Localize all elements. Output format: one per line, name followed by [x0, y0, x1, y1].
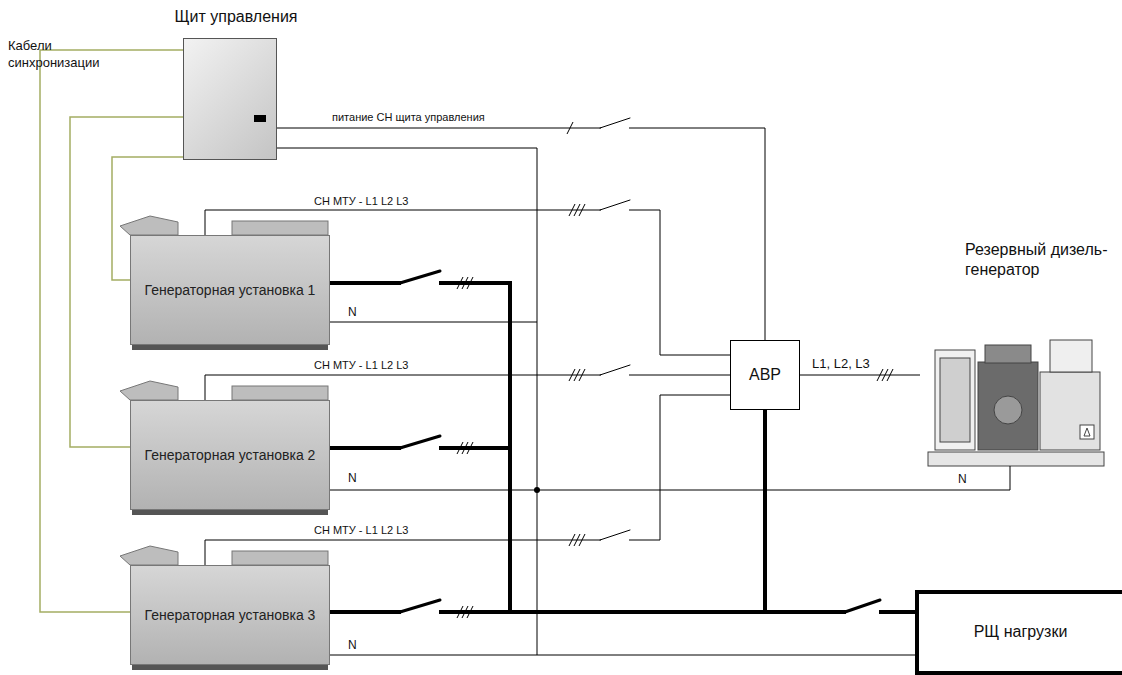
generator-roof [232, 221, 328, 235]
phase-tick [462, 606, 468, 618]
switch-blade [400, 271, 440, 283]
phase-tick [457, 277, 463, 289]
phase-tick [579, 534, 585, 546]
neutral-label: N [348, 471, 357, 487]
phase-tick [569, 369, 575, 381]
wire-label: L1, L2, L3 [810, 356, 872, 371]
generator-base [132, 345, 328, 350]
switch-blade [400, 436, 440, 448]
switch-gap [601, 209, 629, 212]
node-label: Генераторная установка 2 [139, 446, 322, 464]
switch-blade [600, 118, 630, 128]
power-bus [765, 410, 915, 612]
phase-tick [579, 369, 585, 381]
switch-gap [601, 539, 629, 542]
note-label: Кабели синхронизации [8, 38, 118, 72]
switch-gap [601, 127, 629, 130]
power-bus [330, 448, 915, 612]
generator-unit: Генераторная установка 1 [130, 235, 330, 345]
panel-indicator [254, 115, 266, 122]
phase-tick [467, 606, 473, 618]
supply-wire [800, 375, 920, 376]
phase-tick [877, 369, 883, 381]
junction-dot [534, 487, 540, 493]
generator-unit: Генераторная установка 3 [130, 565, 330, 665]
phase-tick [569, 534, 575, 546]
switch-gap [601, 374, 629, 377]
phase-tick [887, 369, 893, 381]
phase-tick [567, 122, 573, 134]
control-panel: Щит управления [183, 38, 277, 160]
phase-tick [579, 204, 585, 216]
ats-box: АВР [730, 340, 800, 410]
wire-label: питание СН щита управления [330, 111, 487, 123]
phase-tick [467, 277, 473, 289]
generator-base [132, 665, 328, 670]
diesel-generator-drawing [928, 340, 1104, 466]
generator-roof [232, 386, 328, 400]
phase-tick [462, 442, 468, 454]
wire-label: СН МТУ - L1 L2 L3 [312, 359, 410, 371]
load-panel: РЩ нагрузки [915, 590, 1122, 675]
node-label: АВР [743, 365, 787, 386]
supply-wire [205, 375, 730, 400]
phase-tick [574, 369, 580, 381]
switch-blade [400, 600, 440, 612]
generator-unit: Генераторная установка 2 [130, 400, 330, 510]
neutral-wire [330, 322, 537, 323]
generator-exhaust [120, 216, 178, 235]
phase-tick [574, 534, 580, 546]
phase-tick [882, 369, 888, 381]
phase-tick [574, 204, 580, 216]
node-heading: Резервный дизель-генератор [965, 240, 1115, 280]
neutral-wire [330, 466, 1010, 490]
generator-exhaust [120, 546, 178, 565]
switch-blade [600, 365, 630, 375]
phase-tick [569, 204, 575, 216]
switch-blade [600, 200, 630, 210]
wire-label: СН МТУ - L1 L2 L3 [312, 195, 410, 207]
phase-tick [457, 606, 463, 618]
node-heading: Щит управления [166, 7, 306, 27]
switch-blade [600, 530, 630, 540]
neutral-label: N [958, 472, 967, 488]
neutral-wire [330, 655, 915, 656]
diesel-generator: Резервный дизель-генератор [920, 335, 1110, 467]
generator-base [132, 510, 328, 515]
phase-tick [462, 277, 468, 289]
neutral-label: N [348, 305, 357, 321]
node-label: РЩ нагрузки [968, 622, 1074, 643]
generator-exhaust [120, 381, 178, 400]
power-bus [330, 283, 915, 612]
generator-roof [232, 551, 328, 565]
wire-label: СН МТУ - L1 L2 L3 [312, 524, 410, 536]
switch-blade [845, 600, 880, 612]
neutral-label: N [348, 638, 357, 654]
node-label: Генераторная установка 3 [139, 606, 322, 624]
supply-wire [277, 128, 765, 340]
node-label: Генераторная установка 1 [139, 281, 322, 299]
phase-tick [467, 442, 473, 454]
phase-tick [457, 442, 463, 454]
